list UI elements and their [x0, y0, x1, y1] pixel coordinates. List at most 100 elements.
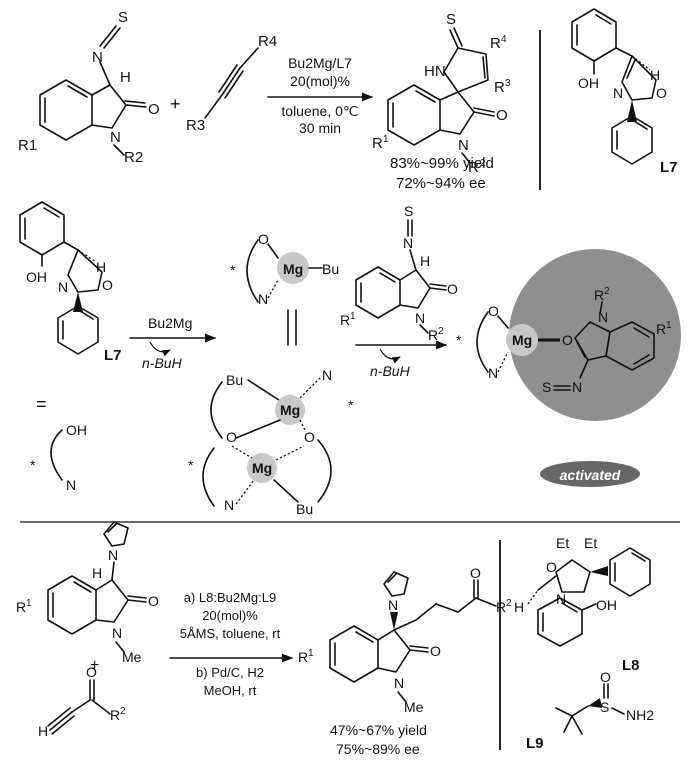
svg-text:N: N — [403, 235, 413, 251]
svg-text:1: 1 — [383, 134, 389, 145]
svg-text:1: 1 — [26, 598, 32, 609]
svg-text:OH: OH — [596, 597, 617, 613]
svg-text:4: 4 — [501, 34, 507, 45]
plus-sign: + — [170, 94, 181, 114]
svg-text:R: R — [494, 79, 505, 96]
scheme1-yield: 83%~99% yield — [390, 155, 494, 172]
svg-text:Bu: Bu — [296, 501, 313, 517]
svg-text:H: H — [96, 259, 106, 275]
svg-text:*: * — [30, 457, 36, 473]
svg-text:O: O — [656, 85, 667, 101]
ligand-L7-top: H OH N O L7 — [571, 8, 678, 176]
mechanism-ligand-L7: H OH N O L7 = OH N * — [19, 201, 122, 493]
svg-text:2: 2 — [604, 286, 610, 297]
svg-text:R: R — [656, 321, 666, 337]
n-methyl: Me — [122, 649, 142, 665]
step1-byproduct: n-BuH — [142, 355, 183, 371]
scheme1-ee: 72%~94% ee — [396, 175, 486, 192]
svg-text:S: S — [542, 379, 551, 395]
svg-text:O: O — [488, 303, 499, 319]
ligand-L9-label: L9 — [526, 735, 544, 752]
ligand-oh: OH — [66, 422, 87, 438]
scheme1-solvent: toluene, 0℃ — [281, 103, 358, 119]
svg-text:H: H — [514, 599, 524, 615]
svg-text:R: R — [468, 159, 479, 176]
svg-text:HN: HN — [424, 63, 446, 80]
ligand-L8: Et Et O N H OH L8 — [514, 535, 651, 674]
svg-text:S: S — [446, 11, 456, 28]
nitrogen-label: N — [110, 129, 121, 146]
r2-label: R2 — [124, 149, 143, 166]
ligand-n: N — [66, 477, 76, 493]
svg-text:2: 2 — [506, 598, 512, 609]
svg-text:H: H — [420, 253, 430, 269]
svg-text:S: S — [600, 699, 609, 715]
svg-text:N: N — [388, 597, 398, 613]
svg-text:O: O — [148, 593, 159, 609]
svg-text:N: N — [322, 367, 332, 383]
svg-text:O: O — [470, 565, 481, 581]
activated-badge: activated — [540, 461, 640, 487]
svg-text:N: N — [572, 379, 582, 395]
svg-text:+: + — [90, 657, 99, 674]
step-a-conditions: 5ÅMS, toluene, rt — [180, 626, 281, 641]
step1-reagent: Bu2Mg — [148, 315, 192, 331]
mg-atom — [277, 252, 309, 284]
mechanism-step1-arrow: Bu2Mg n-BuH — [129, 315, 217, 371]
r4-label: R4 — [258, 33, 277, 50]
svg-text:Et: Et — [556, 535, 569, 551]
svg-text:R: R — [490, 35, 501, 52]
svg-text:Mg: Mg — [252, 460, 272, 476]
svg-text:1: 1 — [308, 648, 314, 659]
svg-text:N: N — [458, 137, 469, 154]
svg-text:O: O — [600, 669, 611, 685]
svg-text:O: O — [304, 429, 315, 445]
svg-text:3: 3 — [505, 78, 511, 89]
svg-text:N: N — [108, 547, 118, 563]
step-a-reagents: a) L8:Bu2Mg:L9 — [184, 590, 277, 605]
scheme1-reagents: Bu2Mg/L7 — [288, 55, 352, 71]
svg-text:R: R — [428, 327, 438, 343]
svg-text:1: 1 — [350, 311, 356, 322]
svg-text:N: N — [258, 291, 268, 307]
svg-text:2: 2 — [480, 158, 486, 169]
scheme1-reactant-isothiocyanate: O N H N S R1 R2 — [18, 9, 160, 166]
svg-text:H: H — [650, 67, 660, 83]
r3-label: R3 — [186, 117, 205, 134]
svg-text:H: H — [38, 723, 48, 739]
svg-text:2: 2 — [120, 706, 126, 717]
svg-text:R: R — [298, 649, 308, 665]
svg-text:OH: OH — [578, 75, 599, 91]
svg-text:Bu: Bu — [226, 372, 243, 388]
scheme2-yield: 47%~67% yield — [330, 722, 427, 738]
svg-text:Mg: Mg — [280, 402, 300, 418]
svg-text:H: H — [92, 565, 102, 581]
svg-text:N: N — [613, 85, 623, 101]
equals-sign: = — [36, 394, 47, 414]
step-b-conditions: MeOH, rt — [204, 683, 257, 698]
svg-text:N: N — [92, 49, 103, 66]
svg-text:N: N — [58, 279, 68, 295]
svg-text:Mg: Mg — [512, 332, 532, 348]
scheme1-loading: 20(mol)% — [290, 73, 350, 89]
svg-text:*: * — [188, 457, 194, 473]
step2-byproduct: n-BuH — [370, 363, 411, 379]
ligand-L7-label: L7 — [660, 159, 678, 176]
nh2-label: NH2 — [626, 707, 654, 723]
step-b-reagents: b) Pd/C, H2 — [196, 665, 264, 680]
svg-text:R: R — [340, 312, 350, 328]
svg-text:O: O — [546, 559, 557, 575]
svg-text:O: O — [258, 231, 269, 247]
ligand-L8-label: L8 — [622, 657, 640, 674]
svg-text:OH: OH — [26, 269, 47, 285]
svg-text:O: O — [496, 107, 508, 124]
oxygen-label: O — [148, 101, 160, 118]
svg-text:R: R — [372, 135, 383, 152]
mechanism-step2-arrow: n-BuH — [355, 340, 448, 379]
scheme1-arrow: Bu2Mg/L7 20(mol)% toluene, 0℃ 30 min — [267, 55, 374, 136]
